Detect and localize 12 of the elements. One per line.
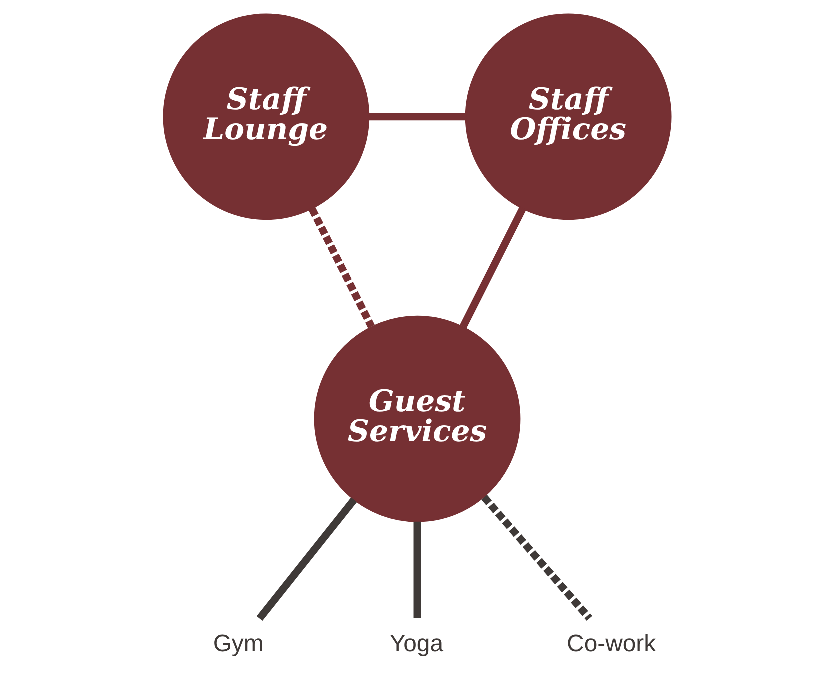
node-circle: Staff Lounge (162, 14, 370, 220)
node-text: Yoga (389, 630, 443, 658)
connector (481, 495, 592, 622)
node-circle: Staff Offices (464, 14, 672, 220)
node-text: Co-work (566, 630, 656, 658)
node-circle: Guest Services (314, 316, 520, 522)
connector (256, 498, 357, 621)
connector (308, 207, 374, 328)
node-text: Gym (212, 630, 264, 658)
connector (368, 113, 466, 121)
connector (460, 207, 526, 328)
connector (413, 522, 421, 618)
